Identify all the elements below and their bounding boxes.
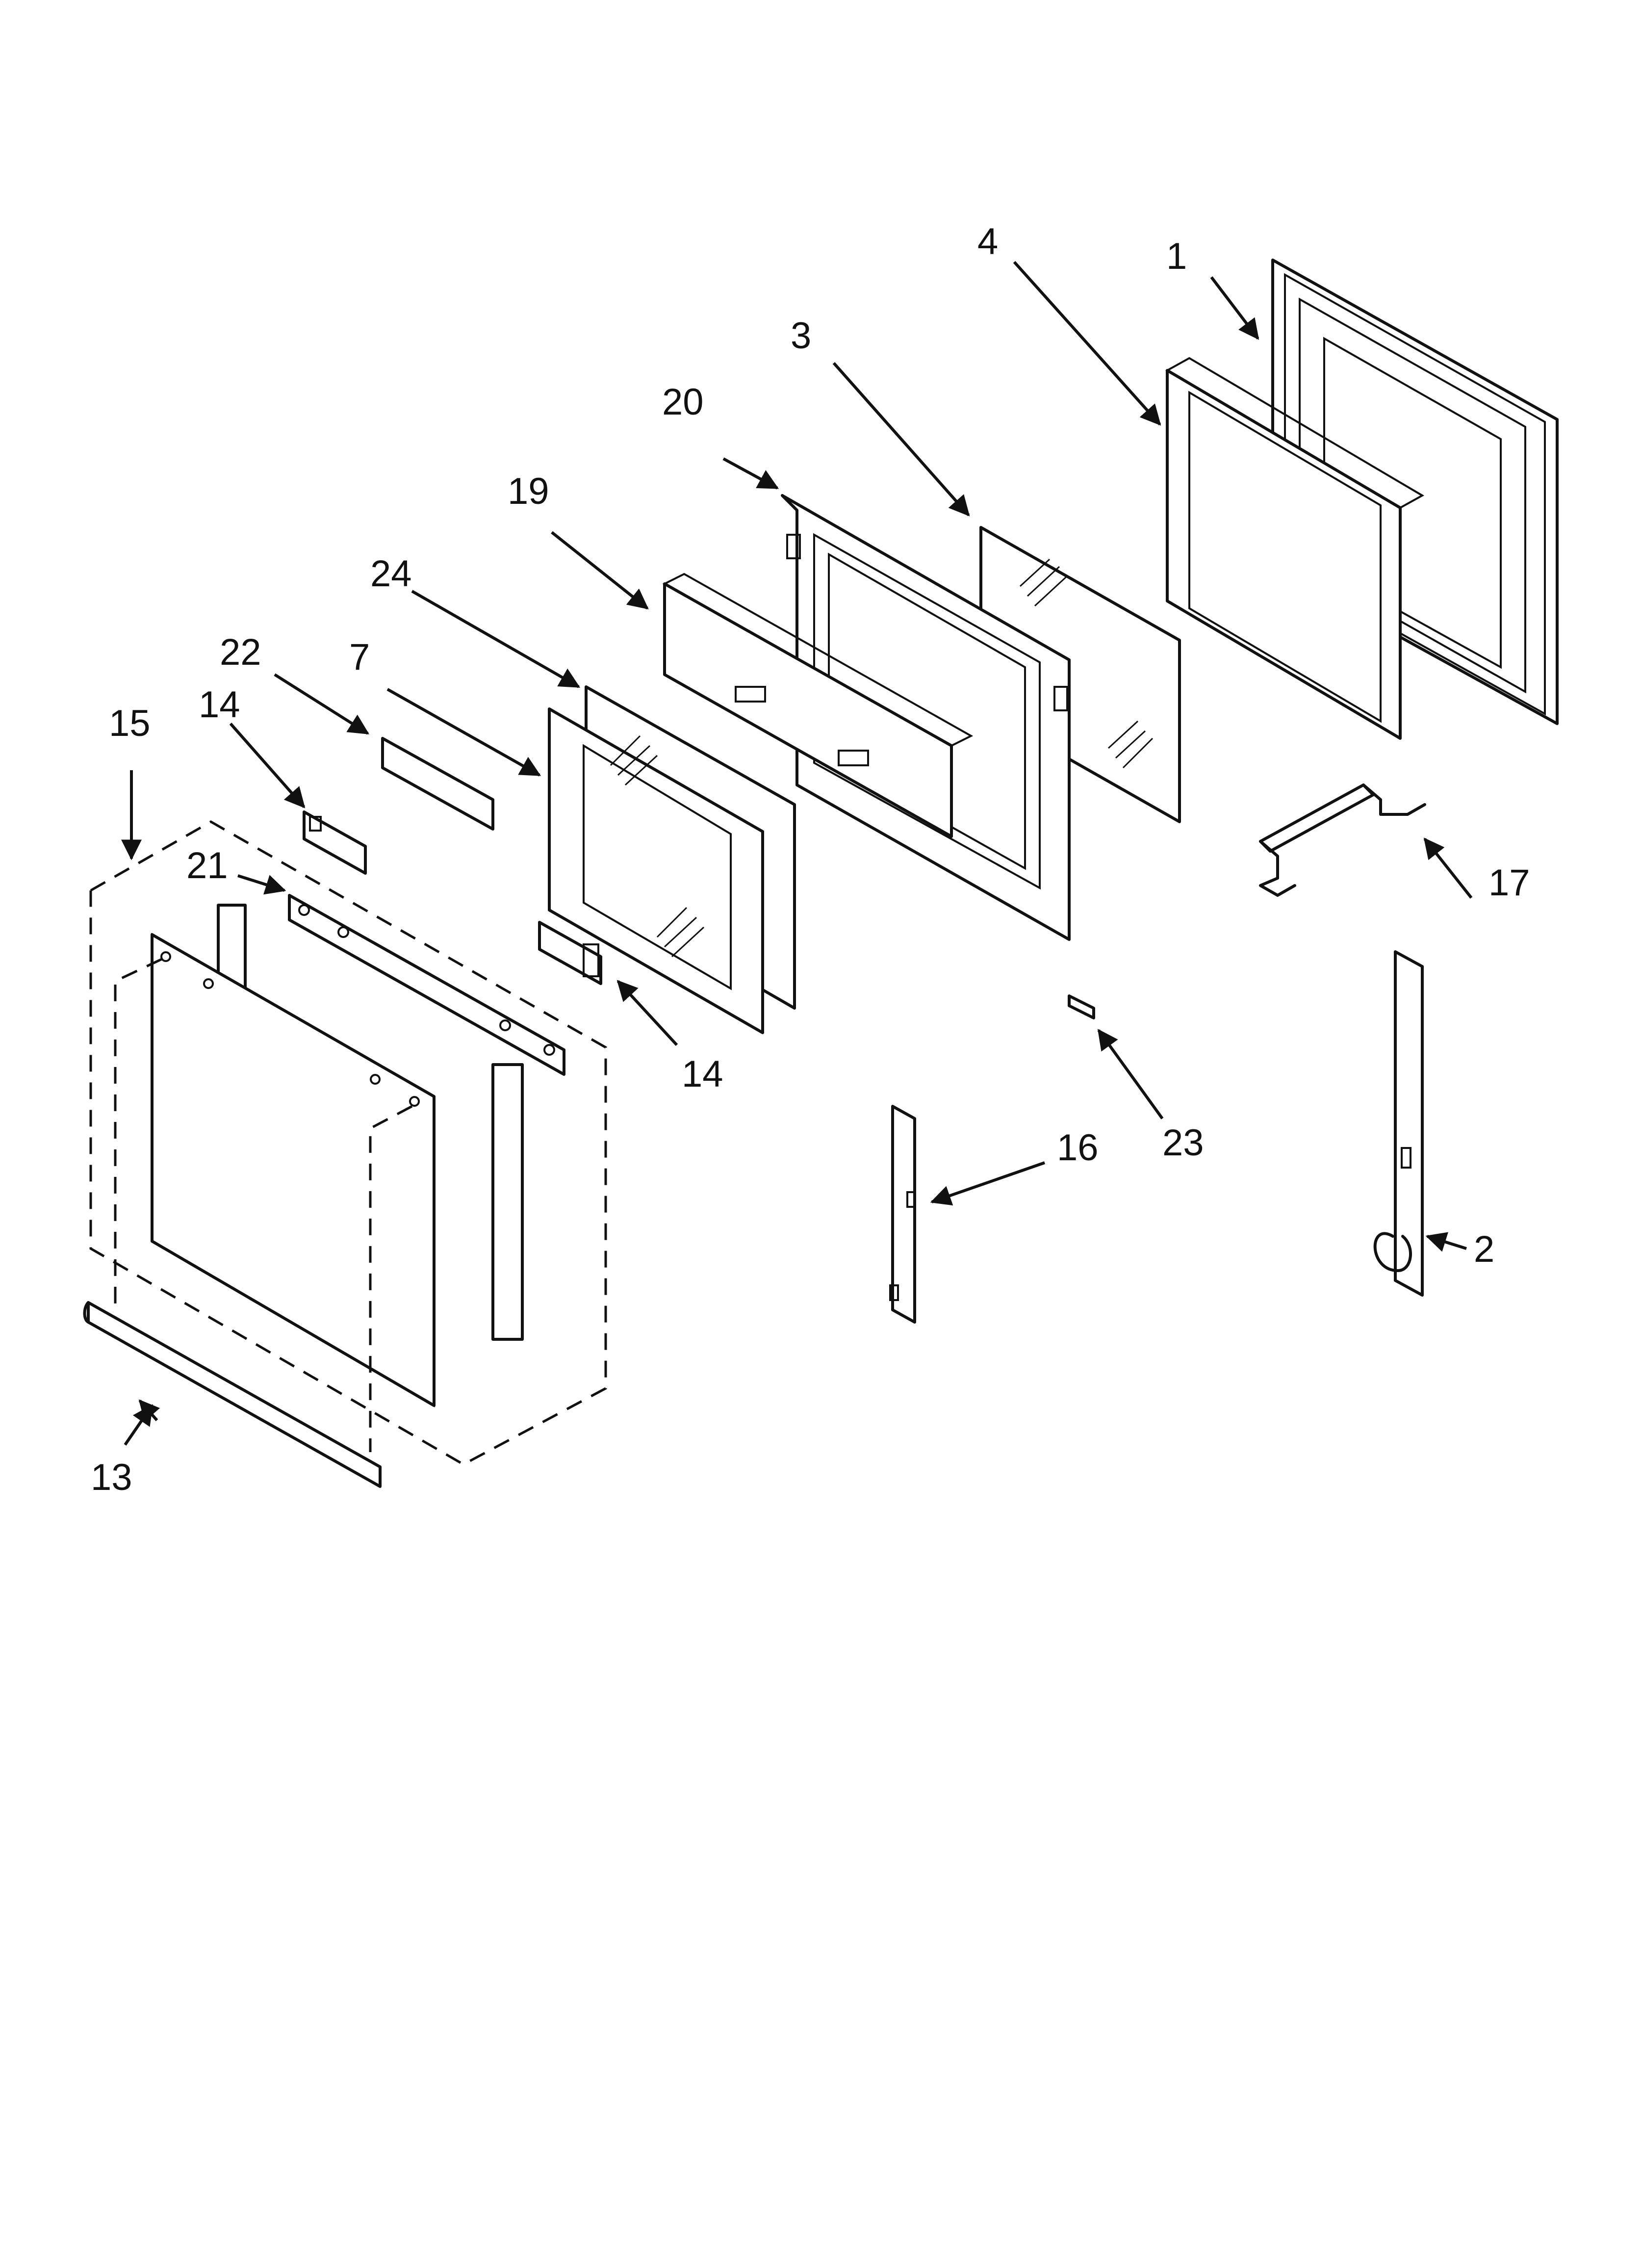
part-20-inner-door-liner — [781, 494, 1071, 941]
part-23-clip — [1068, 994, 1095, 1019]
callout-15: 15 — [109, 703, 151, 744]
callout-labels: 1 2 3 4 7 13 14 14 15 16 17 19 20 21 22 … — [91, 221, 1530, 1498]
callout-14-upper: 14 — [199, 684, 240, 726]
part-17-support-bracket — [1259, 783, 1426, 897]
callout-24: 24 — [370, 553, 412, 595]
callout-16: 16 — [1057, 1127, 1099, 1169]
callout-4: 4 — [977, 221, 998, 262]
callout-1: 1 — [1166, 235, 1187, 277]
part-19-shield — [662, 573, 974, 838]
part-7-inner-glass — [548, 707, 764, 1034]
callout-17: 17 — [1488, 862, 1530, 904]
callout-23: 23 — [1162, 1122, 1204, 1164]
part-21-bar — [288, 894, 565, 1076]
callout-22: 22 — [220, 631, 261, 673]
part-16-door-rail — [889, 1105, 916, 1324]
callout-13: 13 — [91, 1457, 132, 1498]
callout-20: 20 — [662, 381, 704, 423]
callout-7: 7 — [349, 636, 370, 678]
part-4-door-frame — [1165, 357, 1425, 740]
callout-2: 2 — [1474, 1228, 1494, 1270]
part-13-door-handle — [83, 1301, 382, 1488]
part-15-door-assembly-outline — [89, 820, 607, 1466]
part-14-hinge-bracket-right — [538, 921, 602, 985]
callout-19: 19 — [508, 470, 549, 512]
part-22-bracket — [381, 737, 494, 831]
part-2-hinge — [1373, 950, 1424, 1297]
callout-21: 21 — [186, 845, 228, 886]
part-14-hinge-bracket-left — [303, 810, 367, 875]
leader-lines — [121, 261, 1473, 1446]
callout-14-lower: 14 — [682, 1053, 723, 1095]
callout-3: 3 — [791, 315, 811, 357]
